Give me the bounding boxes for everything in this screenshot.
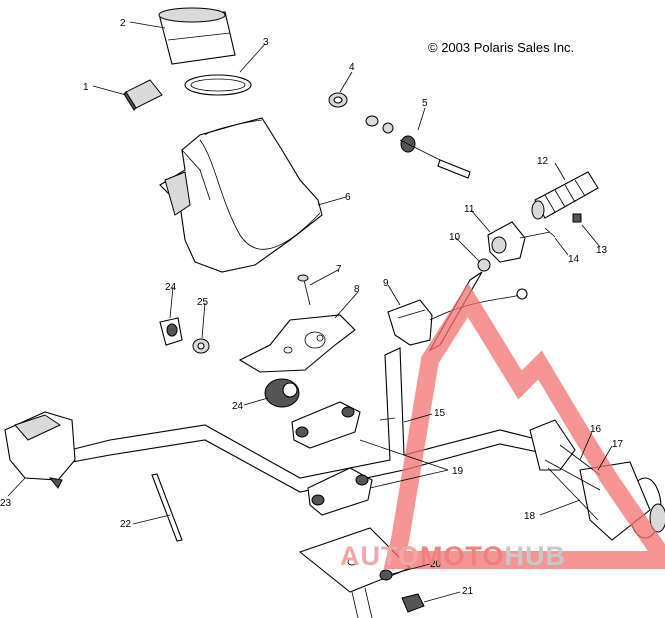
callout-21: 21	[462, 586, 474, 597]
callout-4: 4	[349, 62, 355, 73]
callout-13: 13	[596, 245, 608, 256]
callout-25: 25	[197, 297, 209, 308]
callout-labels: 2 3 1 4 5 6 7 8 9 10 11 12 13 14 24 25 2…	[0, 18, 624, 597]
watermark-hub: HUB	[505, 541, 567, 571]
part-25-washer	[192, 338, 210, 354]
callout-15: 15	[434, 408, 446, 419]
callout-24-upper: 24	[165, 282, 177, 293]
callout-9: 9	[383, 278, 389, 289]
callout-19: 19	[452, 466, 464, 477]
watermark-moto: MOTO	[420, 541, 505, 571]
callout-22: 22	[120, 519, 132, 530]
callout-10: 10	[449, 232, 461, 243]
part-24-clamp-upper	[159, 317, 183, 346]
callout-3: 3	[263, 37, 269, 48]
callout-5: 5	[422, 98, 428, 109]
part-22-strap	[151, 473, 183, 542]
copyright-notice: © 2003 Polaris Sales Inc.	[428, 40, 574, 55]
callout-12: 12	[537, 156, 549, 167]
part-2-sleeve	[158, 7, 236, 65]
callout-7: 7	[336, 264, 342, 275]
callout-16: 16	[590, 424, 602, 435]
part-21-clip	[401, 593, 425, 613]
watermark-text: AUTOMOTOHUB	[340, 541, 566, 571]
part-24-knob-lower	[264, 378, 300, 408]
part-19-clamp-upper	[291, 401, 361, 449]
part-19-clamp-lower	[307, 467, 373, 516]
part-4-nut	[328, 92, 348, 108]
callout-24-lower: 24	[232, 401, 244, 412]
watermark-auto: AUTO	[340, 541, 420, 571]
callout-11: 11	[464, 204, 475, 215]
part-3-ring	[184, 74, 252, 96]
part-5-cable	[365, 115, 471, 179]
part-13-screw	[572, 213, 582, 223]
callout-8: 8	[354, 284, 360, 295]
watermark-logo	[383, 282, 665, 569]
callout-18: 18	[524, 511, 536, 522]
callout-17: 17	[612, 439, 624, 450]
callout-6: 6	[345, 192, 351, 203]
part-20-nut	[379, 569, 393, 581]
callout-14: 14	[568, 254, 580, 265]
callout-2: 2	[120, 18, 126, 29]
part-6-head-cowl	[159, 117, 323, 273]
callout-23: 23	[0, 498, 12, 509]
part-23-switch-housing	[4, 411, 76, 489]
leader-lines	[7, 21, 613, 603]
part-12-grip	[531, 171, 599, 220]
callout-1: 1	[83, 82, 89, 93]
part-11-throttle-housing	[487, 221, 556, 263]
callout-20: 20	[430, 559, 442, 570]
part-10-bushing	[477, 258, 491, 272]
part-8-plate	[238, 314, 356, 373]
part-7-bolt	[297, 274, 311, 306]
part-1-clip	[123, 79, 163, 111]
